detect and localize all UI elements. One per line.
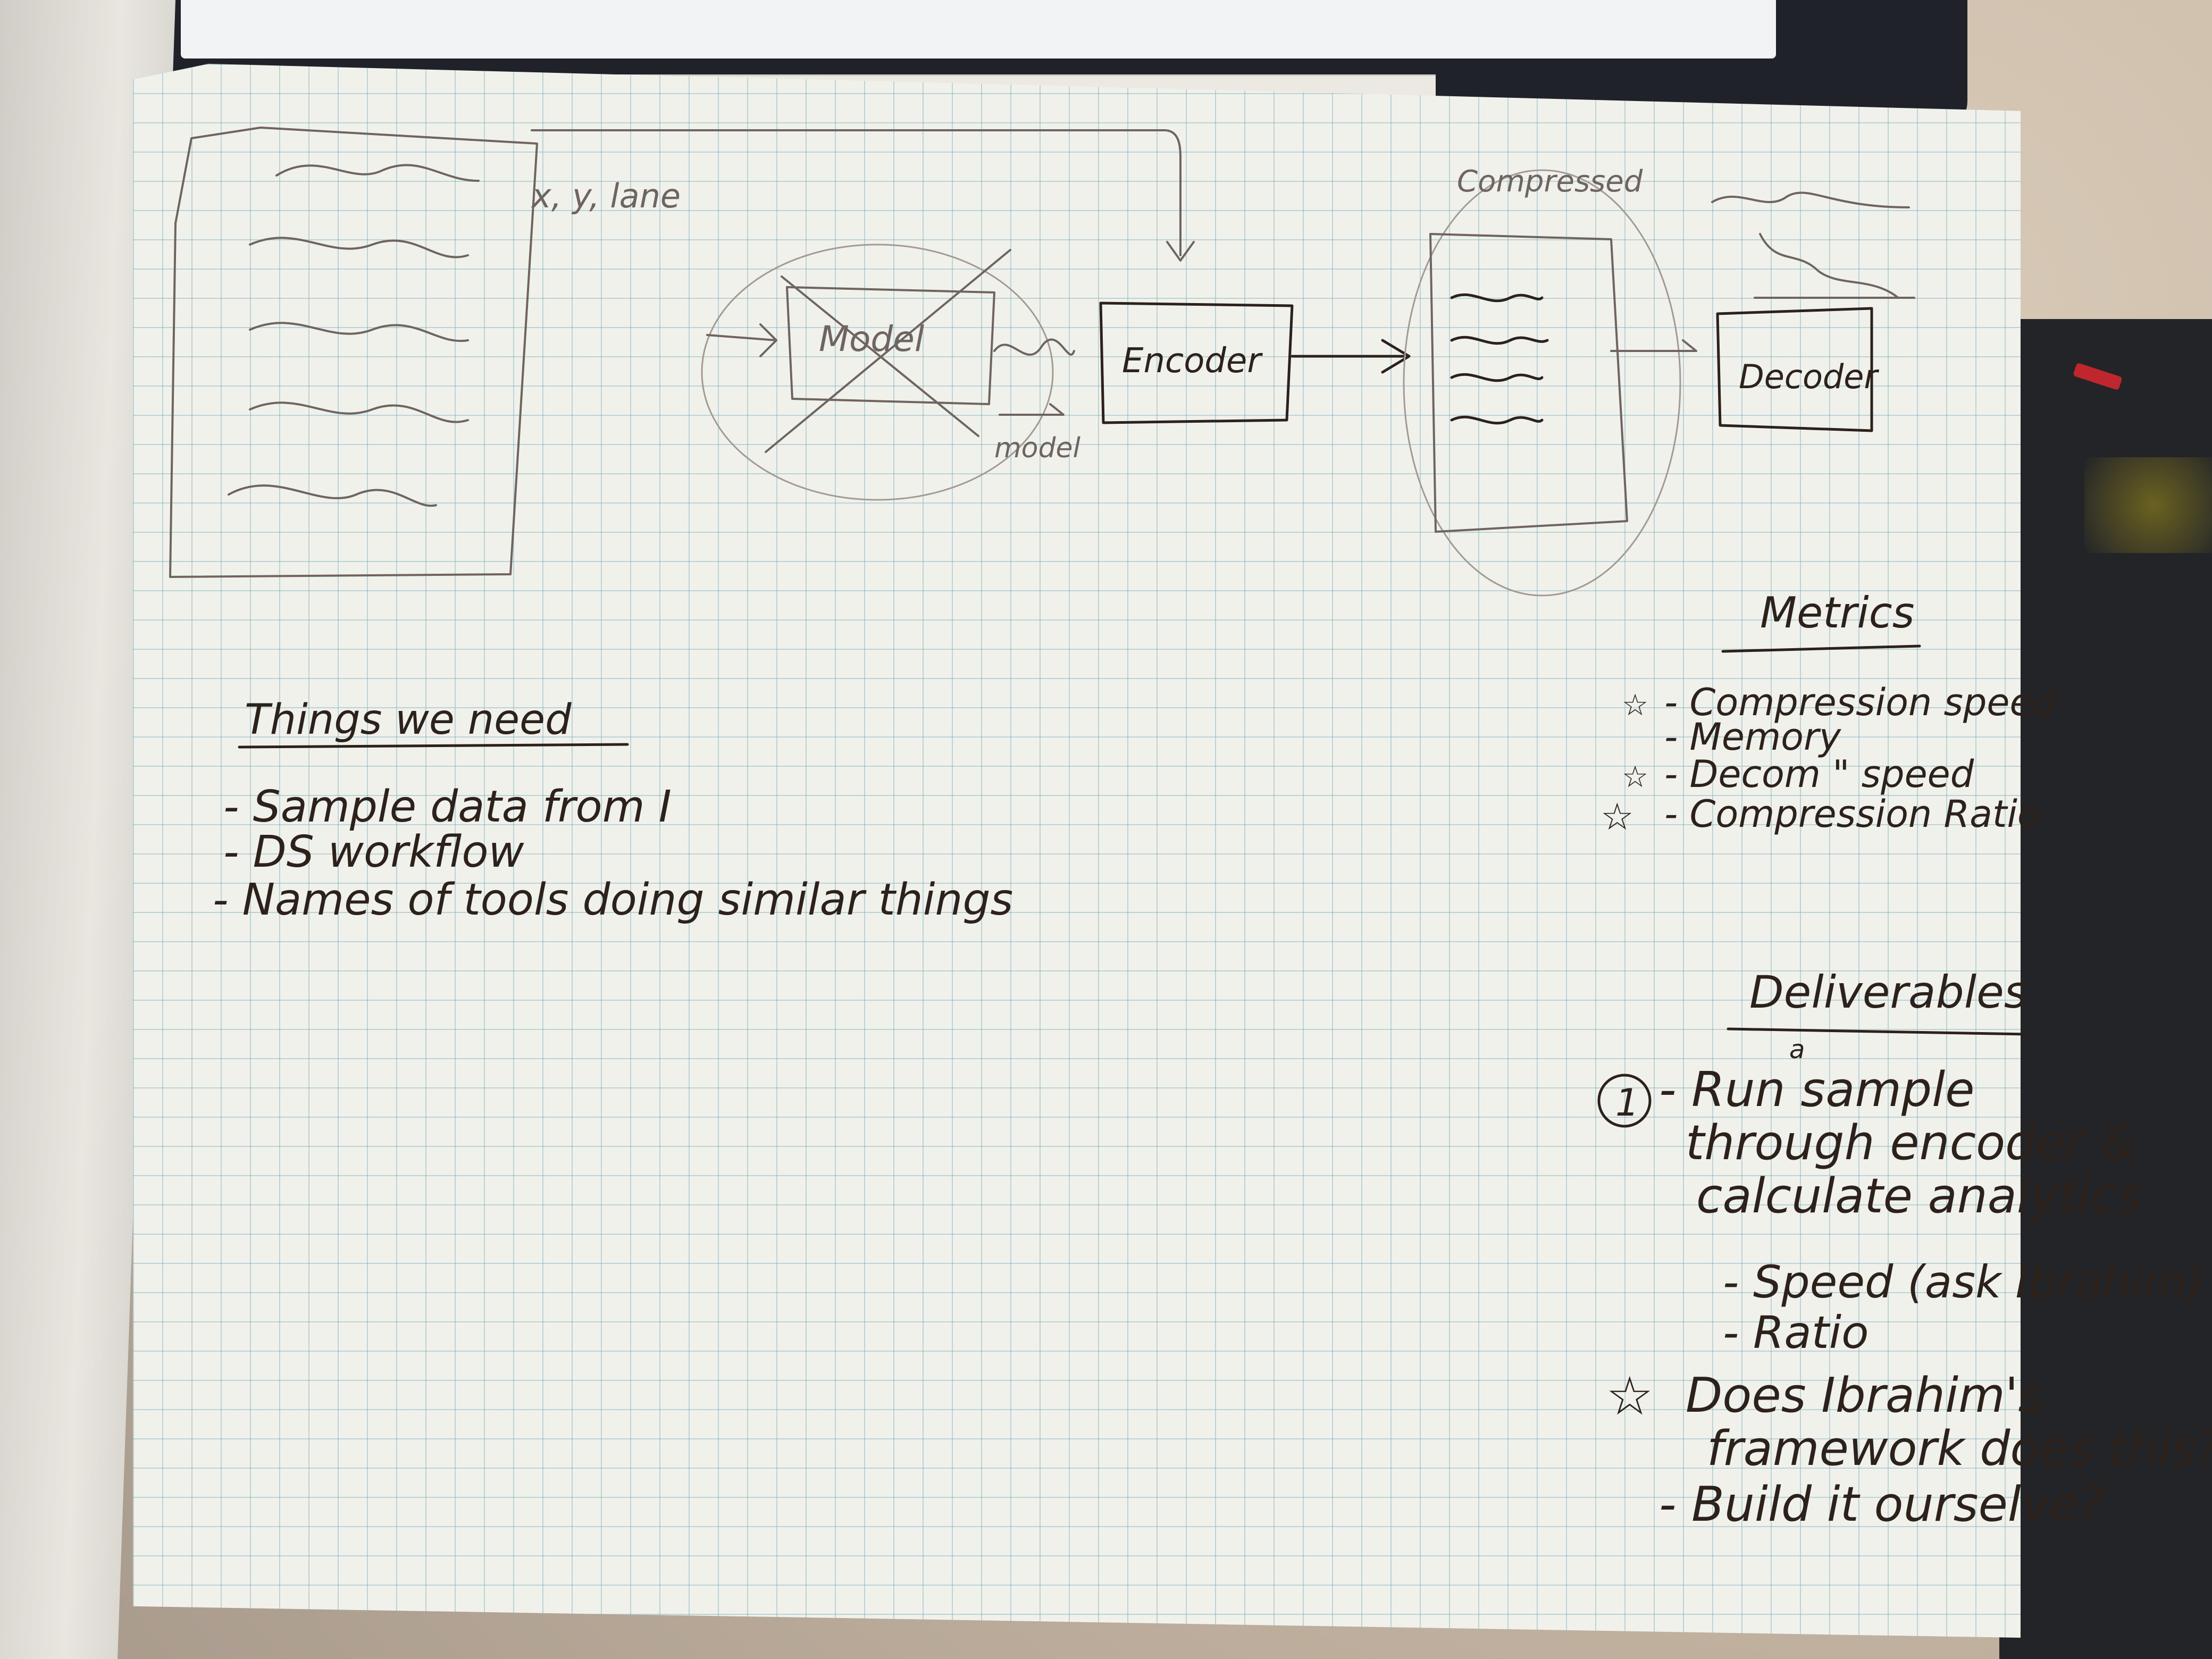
metrics-item-2: - Memory (1664, 715, 1842, 759)
deliverable-star: ☆ (1606, 1365, 1654, 1427)
decoder-label: Decoder (1739, 357, 1879, 396)
caret-insert: a (1789, 1035, 1805, 1065)
top-arrow (531, 129, 1182, 256)
deliverable-number-circle (1597, 1074, 1652, 1128)
compressed-block (1403, 169, 1697, 597)
model-label: Model (819, 319, 925, 359)
deliverable-build: - Build it ourselve? (1659, 1477, 2104, 1532)
grid-notebook-page (133, 64, 2021, 1638)
encoder-label: Encoder (1122, 341, 1263, 381)
needs-item-1: - Sample data from I (223, 782, 672, 832)
deliverable-sub-1: - Speed (ask Ibrahim) (1723, 1256, 2205, 1308)
input-label: x, y, lane (531, 177, 681, 215)
dark-object (1999, 319, 2212, 1659)
metrics-star-3: ☆ (1622, 760, 1648, 794)
deliverable-line-2: through encoder & (1686, 1115, 2137, 1171)
deliverable-question-2: framework does this? (1707, 1421, 2212, 1477)
needs-title: Things we need (245, 696, 572, 744)
compressed-label: Compressed (1457, 164, 1643, 199)
needs-item-2: - DS workflow (223, 827, 524, 877)
encoder-box (1099, 301, 1411, 424)
needs-item-3: - Names of tools doing similar things (213, 875, 1013, 925)
input-data-sheet (169, 127, 538, 578)
metrics-star-4: ☆ (1601, 795, 1634, 839)
deliverable-line-3: calculate analytics (1696, 1168, 2142, 1224)
metrics-item-1: - Compression speed (1664, 681, 2057, 724)
deliverable-sub-2: - Ratio (1723, 1306, 1869, 1359)
laptop-screen (181, 0, 1776, 58)
decoder-box (1711, 191, 1915, 432)
metrics-section: Metrics ☆ - Compression speed - Memory ☆… (1601, 588, 2057, 839)
deliverable-number: 1 (1615, 1081, 1639, 1125)
metrics-star-1: ☆ (1622, 688, 1648, 723)
metrics-item-4: - Compression Ratio (1664, 792, 2040, 836)
deliverable-question-1: Does Ibrahim's (1686, 1368, 2043, 1423)
needs-section: Things we need - Sample data from I - DS… (213, 696, 1013, 925)
metrics-item-3: - Decom " speed (1664, 752, 1974, 796)
deliverables-title: Deliverables (1749, 966, 2027, 1018)
deliverable-line-1: - Run sample (1659, 1062, 1975, 1118)
model-box (701, 244, 1075, 501)
metrics-title: Metrics (1760, 588, 1914, 638)
model-output-label: model (994, 432, 1080, 464)
deliverables-section: Deliverables 1 a - Run sample through en… (1597, 966, 2212, 1532)
yellow-patch (2084, 457, 2212, 553)
